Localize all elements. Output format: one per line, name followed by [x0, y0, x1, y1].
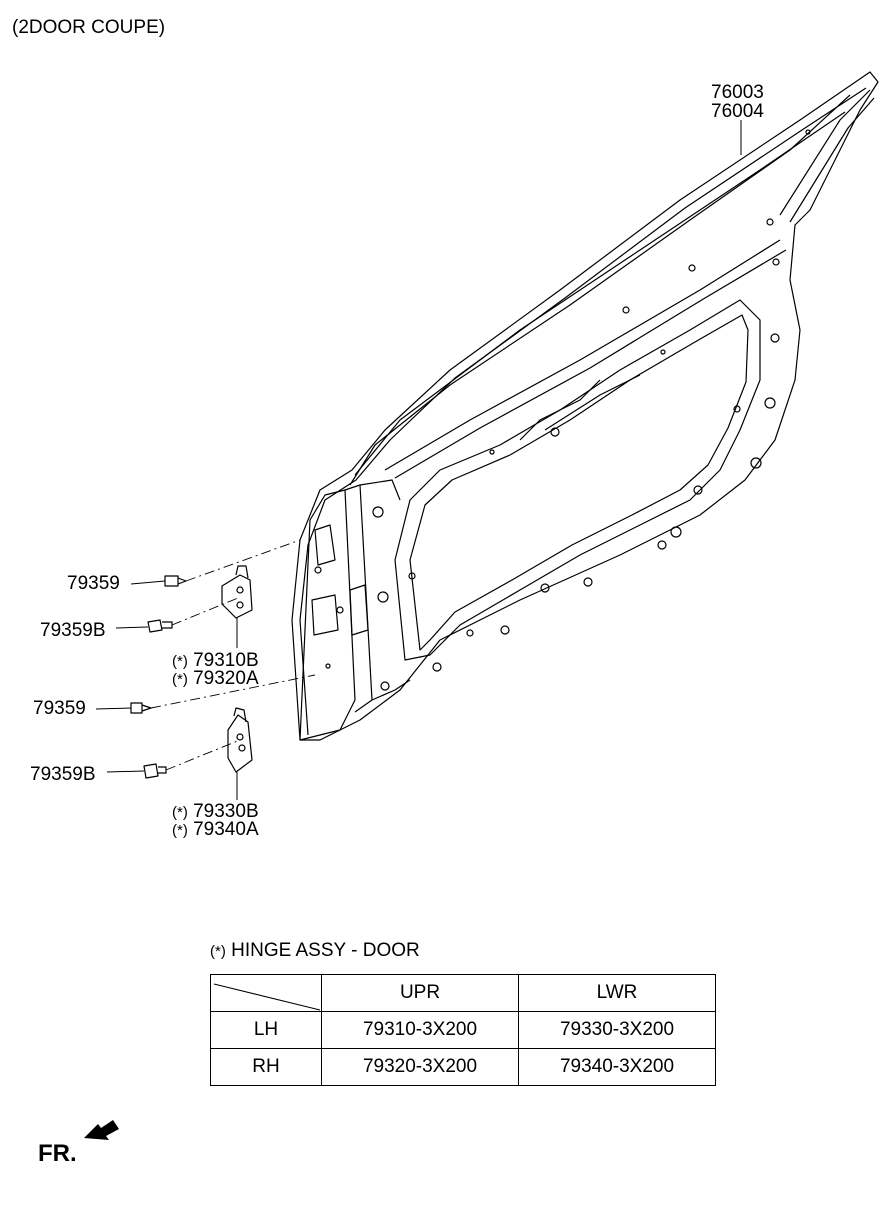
part-label-79330b: (*) 79330B — [172, 801, 259, 822]
upper-hinge — [221, 565, 253, 619]
note-mark: (*) — [172, 653, 188, 670]
lower-bolt — [130, 702, 152, 714]
table-row: LH 79310-3X200 79330-3X200 — [210, 1011, 716, 1049]
leader-lines — [95, 120, 742, 1011]
part-label-79320a: (*) 79320A — [172, 668, 259, 689]
cell-lh-lwr: 79330-3X200 — [518, 1011, 716, 1049]
upper-bolt — [164, 575, 187, 587]
upper-bolt-b — [147, 619, 173, 633]
door-holes — [314, 129, 811, 691]
door-inner-opening — [394, 299, 761, 661]
table-header-row: UPR LWR — [210, 974, 716, 1012]
column-header-lwr: LWR — [518, 974, 716, 1012]
alignment-lines — [150, 539, 316, 771]
row-header-lh: LH — [210, 1011, 322, 1049]
cell-lh-upr: 79310-3X200 — [321, 1011, 519, 1049]
note-mark: (*) — [172, 804, 188, 821]
part-label-lower-bolt: 79359 — [33, 698, 86, 719]
variant-title: (2DOOR COUPE) — [12, 17, 166, 38]
cell-rh-lwr: 79340-3X200 — [518, 1048, 716, 1086]
table-corner-cell — [210, 974, 322, 1012]
part-label-lower-bolt-b: 79359B — [30, 764, 96, 785]
note-mark: (*) — [172, 671, 188, 688]
note-mark: (*) — [172, 822, 188, 839]
cell-rh-upr: 79320-3X200 — [321, 1048, 519, 1086]
front-arrow-icon — [84, 1120, 119, 1140]
lower-hinge — [227, 707, 253, 773]
part-label-76004: 76004 — [711, 101, 764, 122]
door-front-pillar — [299, 479, 411, 741]
table-row: RH 79320-3X200 79340-3X200 — [210, 1048, 716, 1086]
column-header-upr: UPR — [321, 974, 519, 1012]
part-label-79340a: (*) 79340A — [172, 819, 259, 840]
hinge-assy-table: UPR LWR LH 79310-3X200 79330-3X200 RH 79… — [210, 974, 716, 1086]
part-label-upper-bolt-b: 79359B — [40, 620, 106, 641]
front-indicator: FR. — [38, 1140, 77, 1167]
note-mark: (*) — [210, 943, 226, 960]
table-title: (*) HINGE ASSY - DOOR — [210, 940, 420, 961]
part-label-79310b: (*) 79310B — [172, 650, 259, 671]
row-header-rh: RH — [210, 1048, 322, 1086]
lower-bolt-b — [143, 763, 167, 779]
part-label-76003: 76003 — [711, 82, 764, 103]
part-label-upper-bolt: 79359 — [67, 573, 120, 594]
door-panel-outline — [291, 71, 879, 741]
